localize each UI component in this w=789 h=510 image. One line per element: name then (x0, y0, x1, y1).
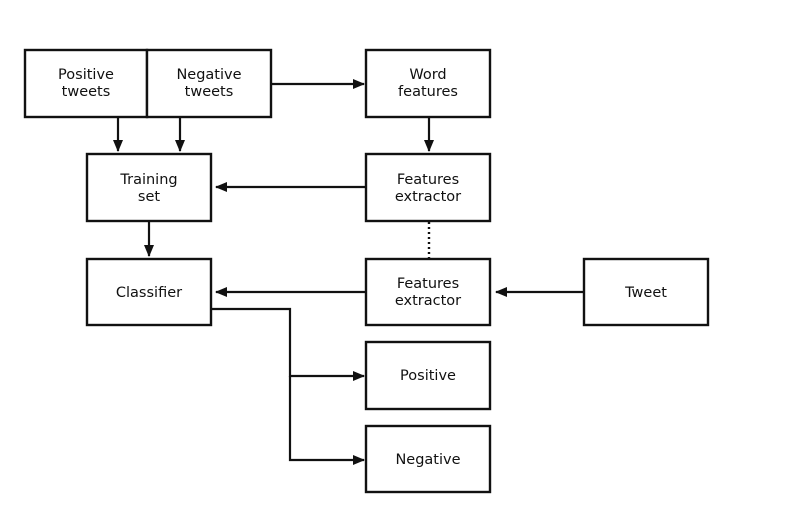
node-features-extractor-bottom: Features extractor (364, 257, 492, 327)
node-label: Word (409, 67, 446, 83)
node-classifier: Classifier (85, 257, 213, 327)
node-tweet: Tweet (582, 257, 710, 327)
edge-classifier-to-negative (288, 376, 365, 465)
node-label: Features (397, 276, 459, 292)
node-label: Tweet (624, 285, 667, 301)
node-label: Features (397, 172, 459, 188)
node-label: set (138, 189, 160, 205)
node-label: tweets (185, 84, 234, 100)
node-label: Negative (395, 452, 460, 468)
edge-classifier-to-positive (212, 307, 365, 381)
node-negative-tweets: Negative tweets (145, 48, 273, 119)
node-training-set: Training set (85, 152, 213, 223)
node-label: extractor (395, 189, 461, 205)
node-negative: Negative (364, 424, 492, 494)
edges (113, 79, 584, 465)
node-label: Training (119, 172, 177, 188)
node-label: features (398, 84, 458, 100)
node-label: Positive (58, 67, 114, 83)
node-label: tweets (62, 84, 111, 100)
node-label: extractor (395, 293, 461, 309)
node-positive-tweets: Positive tweets (23, 48, 149, 119)
node-word-features: Word features (364, 48, 492, 119)
node-features-extractor-top: Features extractor (364, 152, 492, 223)
node-label: Positive (400, 368, 456, 384)
node-label: Negative (176, 67, 241, 83)
node-positive: Positive (364, 340, 492, 411)
node-label: Classifier (116, 285, 182, 301)
